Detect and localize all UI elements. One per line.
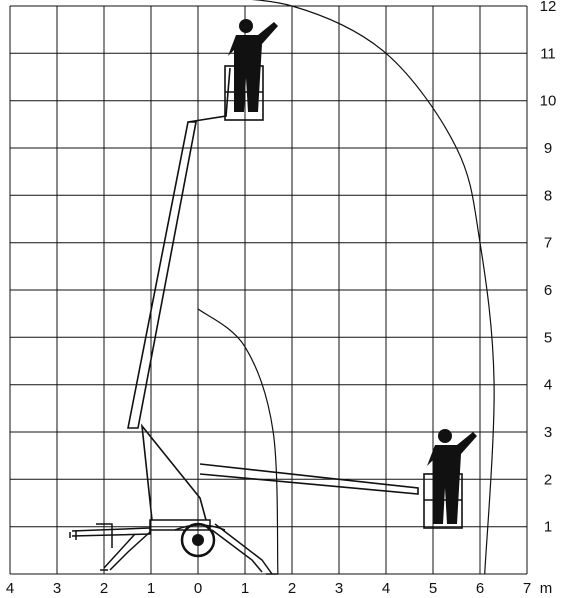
tow-bar — [71, 527, 151, 537]
x-axis-tick-labels: 4 3 2 1 0 1 2 3 4 5 6 7 — [6, 580, 531, 597]
x-tick-label: 2 — [288, 580, 296, 597]
x-tick-label: 4 — [6, 580, 14, 597]
operator-raised — [228, 19, 278, 112]
x-tick-label: 1 — [241, 580, 249, 597]
y-tick-label: 10 — [540, 93, 557, 110]
inner-reach-envelope — [197, 308, 279, 575]
outer-reach-envelope — [251, 0, 495, 575]
x-axis-unit-label: m — [540, 580, 553, 597]
operator-body — [427, 432, 477, 524]
y-tick-label: 9 — [544, 140, 552, 157]
upper-boom-arm — [127, 121, 197, 429]
hitch — [69, 530, 77, 540]
y-tick-label: 8 — [544, 187, 552, 204]
trailer-chassis — [69, 519, 278, 575]
x-tick-label: 5 — [429, 580, 437, 597]
x-tick-label: 1 — [147, 580, 155, 597]
y-tick-label: 3 — [544, 424, 552, 441]
front-right-outrigger — [109, 531, 151, 571]
x-tick-label: 3 — [335, 580, 343, 597]
x-tick-label: 7 — [523, 580, 531, 597]
operator-body — [228, 22, 278, 112]
rear-left-outrigger — [214, 523, 278, 575]
horizontal-boom-arm — [199, 463, 419, 495]
y-tick-label: 5 — [544, 329, 552, 346]
rear-right-outrigger — [211, 529, 263, 573]
elevated-boom — [127, 67, 231, 521]
jib-arm — [187, 67, 231, 123]
y-tick-label: 1 — [544, 519, 552, 536]
wheel-hub — [192, 534, 204, 546]
front-left-outrigger — [100, 533, 136, 571]
operator-head — [438, 429, 452, 443]
y-tick-label: 4 — [544, 377, 552, 394]
extended-boom — [199, 463, 419, 495]
x-tick-label: 2 — [100, 580, 108, 597]
y-tick-label: 7 — [544, 235, 552, 252]
lower-boom-arm — [140, 423, 207, 521]
y-tick-label: 12 — [540, 0, 557, 15]
wheel — [180, 522, 216, 558]
x-tick-label: 4 — [382, 580, 390, 597]
x-tick-label: 6 — [476, 580, 484, 597]
chassis-frame — [149, 519, 211, 531]
x-tick-label: 0 — [194, 580, 202, 597]
jockey-wheel — [96, 523, 113, 548]
y-tick-label: 11 — [540, 45, 556, 62]
x-tick-label: 3 — [53, 580, 61, 597]
operator-head — [239, 19, 253, 33]
operator-lowered — [427, 429, 477, 524]
y-tick-label: 2 — [544, 471, 552, 488]
y-tick-label: 6 — [544, 282, 552, 299]
